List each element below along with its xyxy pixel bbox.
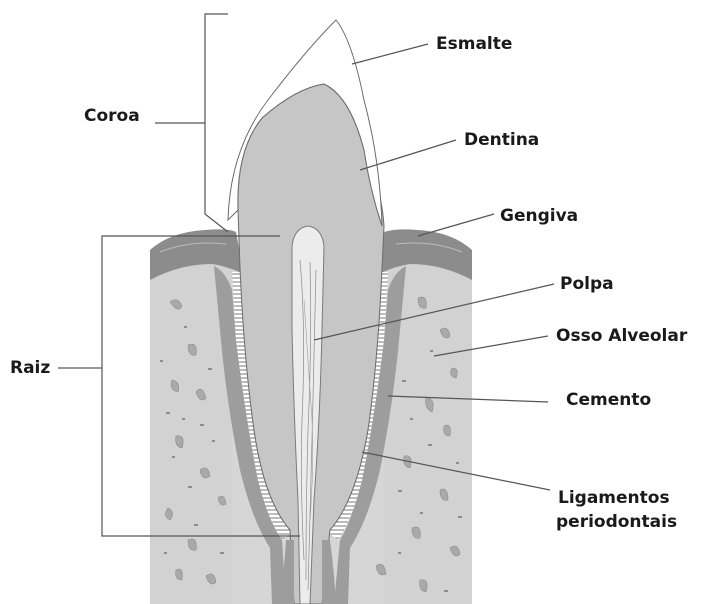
leader-esmalte: [352, 44, 428, 64]
label-cemento: Cemento: [566, 390, 651, 410]
label-polpa: Polpa: [560, 274, 614, 294]
crown-bracket: [155, 14, 228, 232]
label-esmalte: Esmalte: [436, 34, 512, 54]
label-coroa: Coroa: [84, 106, 140, 126]
label-gengiva: Gengiva: [500, 206, 578, 226]
leader-gengiva: [418, 214, 494, 236]
label-periodontais: periodontais: [556, 512, 677, 532]
label-osso-alveolar: Osso Alveolar: [556, 326, 687, 346]
label-raiz: Raiz: [10, 358, 50, 378]
label-ligamentos: Ligamentos: [558, 488, 670, 508]
label-dentina: Dentina: [464, 130, 539, 150]
